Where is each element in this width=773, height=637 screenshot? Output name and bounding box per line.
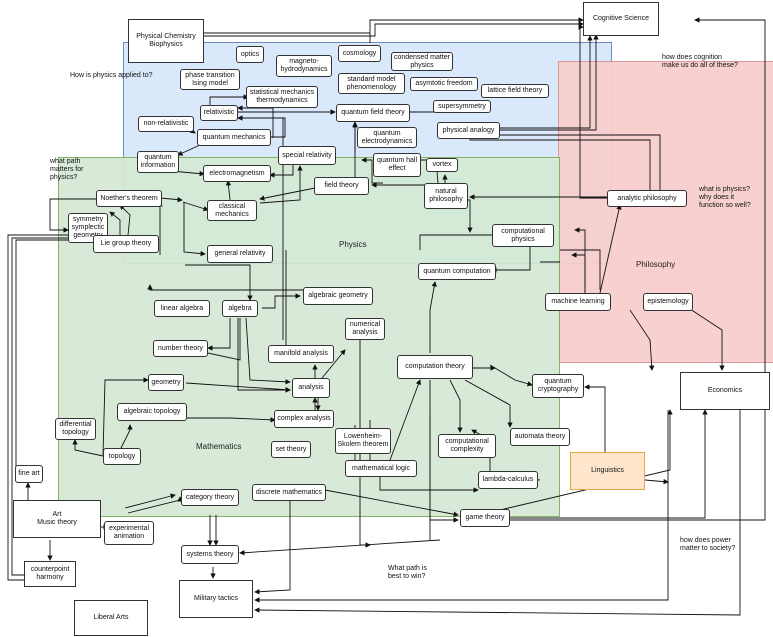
node-linear-algebra[interactable]: linear algebra bbox=[154, 300, 210, 317]
node-game-theory[interactable]: game theory bbox=[460, 509, 510, 527]
node-asymptotic-freedom[interactable]: asymtotic freedom bbox=[410, 77, 478, 91]
node-noethers-theorem[interactable]: Noether's theorem bbox=[96, 190, 162, 207]
node-economics[interactable]: Economics bbox=[680, 372, 770, 410]
node-quantum-computation[interactable]: quantum computation bbox=[418, 263, 496, 280]
note-how-cognition: how does cognition make us do all of the… bbox=[662, 54, 738, 69]
note-how-physics-applied: How is physics applied to? bbox=[70, 72, 153, 79]
node-physical-analogy[interactable]: physical analogy bbox=[437, 122, 500, 139]
node-computation-theory[interactable]: computation theory bbox=[397, 355, 473, 379]
node-art-music-theory[interactable]: Art Music theory bbox=[13, 500, 101, 538]
node-supersymmetry[interactable]: supersymmetry bbox=[433, 100, 491, 113]
node-quantum-hall[interactable]: quantum hall effect bbox=[373, 153, 421, 177]
mathematics-label: Mathematics bbox=[196, 442, 242, 451]
node-algebra[interactable]: algebra bbox=[222, 300, 258, 317]
node-mhd[interactable]: magneto- hydrodynamics bbox=[276, 55, 332, 77]
node-mathematical-logic[interactable]: mathematical logic bbox=[345, 460, 417, 477]
node-lie-group-theory[interactable]: Lie group theory bbox=[93, 235, 159, 253]
node-counterpoint-harmony[interactable]: counterpoint harmony bbox=[24, 561, 76, 587]
note-how-power: how does power matter to society? bbox=[680, 537, 736, 552]
node-non-relativistic[interactable]: non-relativistic bbox=[138, 116, 194, 132]
node-liberal-arts[interactable]: Liberal Arts bbox=[74, 600, 148, 636]
node-differential-topology[interactable]: differential topology bbox=[55, 418, 96, 440]
note-what-path-win: What path is best to win? bbox=[388, 565, 427, 580]
node-topology[interactable]: topology bbox=[103, 448, 141, 465]
node-stat-mech[interactable]: statistical mechanics thermodynamics bbox=[246, 86, 318, 108]
node-physical-chemistry[interactable]: Physical Chemistry Biophysics bbox=[128, 19, 204, 63]
node-qed[interactable]: quantum electrodynamics bbox=[357, 127, 417, 148]
note-what-path-physics: what path matters for physics? bbox=[50, 158, 84, 181]
node-condensed-matter[interactable]: condensed matter physics bbox=[391, 52, 453, 71]
node-analysis[interactable]: analysis bbox=[292, 378, 330, 398]
node-systems-theory[interactable]: systems theory bbox=[181, 545, 239, 564]
node-general-relativity[interactable]: general relativity bbox=[207, 245, 273, 263]
node-manifold-analysis[interactable]: manifold analysis bbox=[268, 345, 334, 363]
node-automata-theory[interactable]: automata theory bbox=[510, 428, 570, 446]
node-special-relativity[interactable]: special relativity bbox=[278, 146, 336, 165]
node-computational-physics[interactable]: computational physics bbox=[492, 224, 554, 247]
node-numerical-analysis[interactable]: numerical analysis bbox=[345, 318, 385, 340]
node-machine-learning[interactable]: machine learning bbox=[545, 293, 611, 311]
node-cognitive-science[interactable]: Cognitive Science bbox=[583, 2, 659, 36]
node-fine-art[interactable]: fine art bbox=[15, 465, 43, 483]
node-quantum-cryptography[interactable]: quantum cryptography bbox=[532, 374, 584, 398]
node-classical-mechanics[interactable]: classical mechanics bbox=[207, 200, 257, 221]
node-relativistic[interactable]: relativistic bbox=[200, 105, 238, 121]
node-standard-model[interactable]: standard model phenomenology bbox=[338, 73, 405, 94]
node-military-tactics[interactable]: Military tactics bbox=[179, 580, 253, 618]
node-analytic-philosophy[interactable]: analytic philosophy bbox=[607, 190, 687, 207]
node-lowenheim-skolem[interactable]: Lowenheim- Skolem theorem bbox=[335, 428, 391, 454]
node-lambda-calculus[interactable]: lambda-calculus bbox=[478, 471, 538, 489]
node-cosmology[interactable]: cosmology bbox=[338, 45, 381, 62]
node-number-theory[interactable]: number theory bbox=[153, 340, 208, 357]
node-quantum-information[interactable]: quantum information bbox=[137, 151, 179, 173]
node-quantum-field-theory[interactable]: quantum field theory bbox=[336, 104, 410, 122]
node-algebraic-topology[interactable]: algebraic topology bbox=[117, 403, 187, 421]
physics-label: Physics bbox=[339, 240, 367, 249]
node-linguistics[interactable]: Linguistics bbox=[570, 452, 645, 490]
node-set-theory[interactable]: set theory bbox=[271, 441, 311, 458]
note-what-is-physics: what is physics? why does it function so… bbox=[699, 186, 751, 209]
node-geometry[interactable]: geometry bbox=[148, 374, 184, 391]
node-complex-analysis[interactable]: complex analysis bbox=[274, 410, 334, 428]
philosophy-region bbox=[558, 61, 773, 363]
node-algebraic-geometry[interactable]: algebraic geometry bbox=[303, 287, 373, 305]
philosophy-label: Philosophy bbox=[636, 260, 676, 269]
node-discrete-mathematics[interactable]: discrete mathematics bbox=[252, 484, 326, 501]
node-epistemology[interactable]: epistemology bbox=[643, 293, 693, 311]
node-natural-philosophy[interactable]: natural philosophy bbox=[424, 183, 468, 209]
node-optics[interactable]: optics bbox=[236, 46, 264, 63]
node-experimental-animation[interactable]: experimental animation bbox=[104, 521, 154, 545]
node-category-theory[interactable]: category theory bbox=[181, 489, 239, 506]
node-computational-complexity[interactable]: computational complexity bbox=[438, 434, 496, 458]
node-vortex[interactable]: vortex bbox=[426, 158, 458, 172]
node-symmetry[interactable]: symmetry symplectic geometry bbox=[68, 213, 108, 243]
node-electromagnetism[interactable]: electromagnetism bbox=[203, 165, 271, 182]
node-quantum-mechanics[interactable]: quantum mechanics bbox=[197, 129, 271, 146]
node-field-theory[interactable]: field theory bbox=[314, 177, 369, 195]
node-phase-transition[interactable]: phase transition Ising model bbox=[180, 69, 240, 90]
node-lattice-field-theory[interactable]: lattice field theory bbox=[481, 84, 549, 98]
